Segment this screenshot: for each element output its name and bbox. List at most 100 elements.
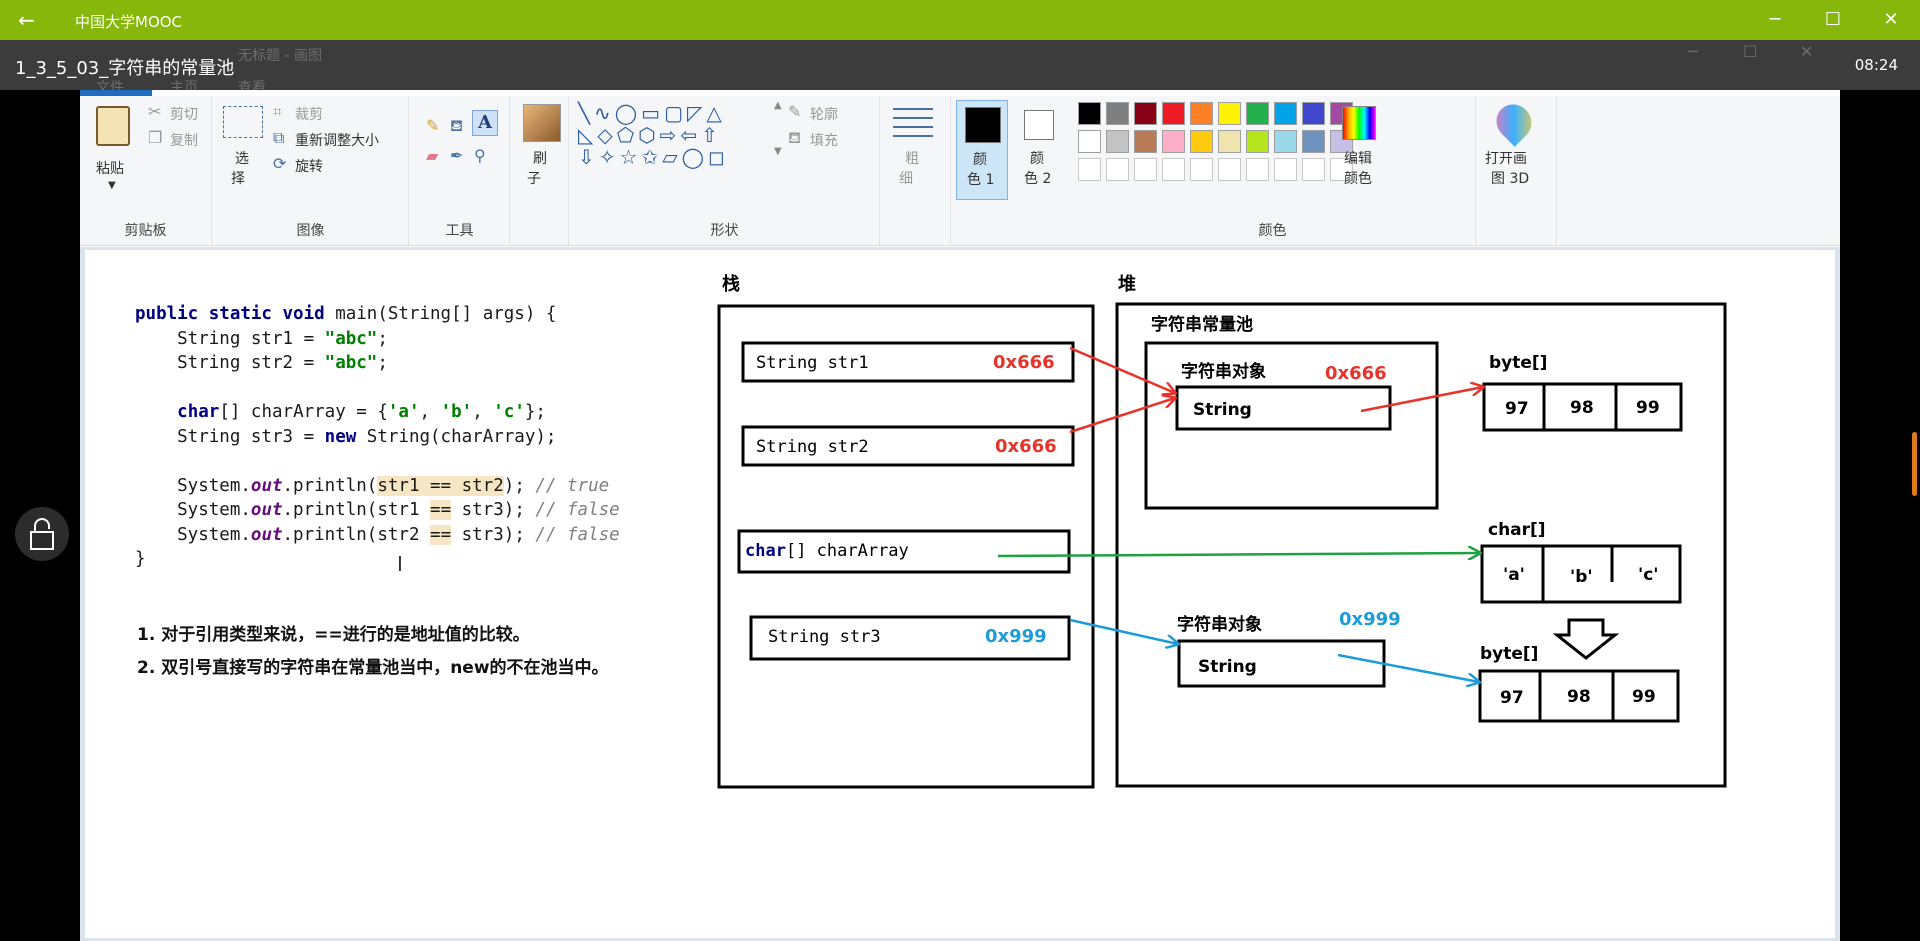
cut-button[interactable]: 剪切 xyxy=(170,107,198,123)
magnifier-icon[interactable]: ⚲ xyxy=(474,146,486,165)
crop-button[interactable]: 裁剪 xyxy=(295,107,323,123)
drawing-canvas[interactable]: public static void main(String[] args) {… xyxy=(85,250,1835,938)
fill-button[interactable]: 填充 xyxy=(810,133,838,149)
palette-swatch[interactable] xyxy=(1078,158,1101,181)
byte1-cell-1: 98 xyxy=(1570,398,1594,418)
palette-swatch[interactable] xyxy=(1190,102,1213,125)
resize-icon: ⧉ xyxy=(273,128,285,147)
paint-window: 粘贴 ▼ ✂ 剪切 ❐ 复制 剪贴板 选 择 ⌗ 裁剪 ⧉ 重新调整大小 ⟳ 旋… xyxy=(80,90,1840,941)
palette-swatch[interactable] xyxy=(1302,158,1325,181)
copy-button[interactable]: 复制 xyxy=(170,133,198,149)
size-label-2[interactable]: 细 xyxy=(899,171,913,187)
screen-lock-button[interactable] xyxy=(15,507,69,561)
size-label-1[interactable]: 粗 xyxy=(905,151,919,167)
byte2-label: byte[] xyxy=(1480,644,1538,664)
outline-button[interactable]: 轮廓 xyxy=(810,107,838,123)
color2-swatch xyxy=(1024,110,1054,140)
code-token: == xyxy=(430,500,452,520)
palette-swatch[interactable] xyxy=(1274,158,1297,181)
palette-swatch[interactable] xyxy=(1302,102,1325,125)
palette-swatch[interactable] xyxy=(1246,158,1269,181)
palette-swatch[interactable] xyxy=(1162,158,1185,181)
scissors-icon: ✂ xyxy=(148,102,162,121)
pool-object-field: String xyxy=(1193,400,1252,420)
shapes-more-icon[interactable]: ▼ xyxy=(774,146,782,157)
memory-diagram: 栈 堆 字符串常量池 String str1 0x666 String str2… xyxy=(717,273,1727,789)
code-token: out xyxy=(250,475,283,496)
palette-swatch[interactable] xyxy=(1274,102,1297,125)
palette-swatch[interactable] xyxy=(1274,130,1297,153)
paste-icon[interactable] xyxy=(96,106,130,146)
brush-label-1[interactable]: 刷 xyxy=(533,151,547,167)
palette-swatch[interactable] xyxy=(1218,130,1241,153)
paint3d-label-1[interactable]: 打开画 xyxy=(1485,151,1527,167)
color-picker-icon[interactable]: ✒ xyxy=(450,146,464,165)
select-icon[interactable] xyxy=(223,106,263,138)
edit-colors-icon[interactable] xyxy=(1342,106,1376,140)
rotate-button[interactable]: 旋转 xyxy=(295,159,323,175)
brush-label-2[interactable]: 子 xyxy=(527,171,541,187)
file-tab[interactable] xyxy=(80,90,152,96)
str2-arrow xyxy=(1069,398,1175,434)
eraser-icon[interactable]: ▰ xyxy=(426,146,439,165)
palette-swatch[interactable] xyxy=(1218,102,1241,125)
palette-swatch[interactable] xyxy=(1302,130,1325,153)
minimize-button[interactable]: ─ xyxy=(1769,9,1781,30)
palette-swatch[interactable] xyxy=(1190,158,1213,181)
code-token: str3); xyxy=(451,524,536,545)
copy-icon: ❐ xyxy=(148,128,163,147)
palette-swatch[interactable] xyxy=(1190,130,1213,153)
code-token: out xyxy=(250,500,283,520)
tools-group-label: 工具 xyxy=(445,223,474,239)
palette-swatch[interactable] xyxy=(1078,102,1101,125)
palette-swatch[interactable] xyxy=(1134,102,1157,125)
shapes-gallery[interactable]: ╲∿◯▭▢◸△◺◇⬠⬡⇨⇦⇧⇩✧☆✩▱◯◻ xyxy=(578,101,729,169)
code-token: }; xyxy=(524,402,546,422)
convert-down-arrow-icon xyxy=(1552,618,1620,660)
palette-swatch[interactable] xyxy=(1246,130,1269,153)
palette-swatch[interactable] xyxy=(1134,158,1157,181)
palette-swatch[interactable] xyxy=(1106,158,1129,181)
char-cell-1: 'b' xyxy=(1570,567,1593,587)
palette-swatch[interactable] xyxy=(1218,158,1241,181)
select-label-2[interactable]: 择 xyxy=(231,171,245,187)
pencil-icon[interactable]: ✎ xyxy=(426,116,440,135)
palette-swatch[interactable] xyxy=(1162,102,1185,125)
edit-colors-label-2[interactable]: 颜色 xyxy=(1344,171,1372,187)
maximize-button[interactable]: ☐ xyxy=(1824,9,1842,30)
color2-button[interactable]: 颜 色 2 xyxy=(1014,100,1066,200)
code-token: new xyxy=(324,426,357,447)
palette-swatch[interactable] xyxy=(1078,130,1101,153)
palette-swatch[interactable] xyxy=(1246,102,1269,125)
char-array-label: char[] xyxy=(1488,520,1546,540)
line-size-icon[interactable] xyxy=(893,108,933,142)
shapes-group-label: 形状 xyxy=(710,223,739,239)
crop-icon: ⌗ xyxy=(273,102,283,121)
fill-bucket-icon[interactable]: ⛾ xyxy=(450,116,464,135)
code-line: System.out.println(str1 == str3); // fal… xyxy=(135,498,620,523)
rotate-icon: ⟳ xyxy=(273,154,287,173)
text-tool-icon[interactable]: A xyxy=(472,110,498,136)
palette-swatch[interactable] xyxy=(1162,130,1185,153)
palette-swatch[interactable] xyxy=(1134,130,1157,153)
progress-indicator[interactable] xyxy=(1912,432,1917,496)
palette-swatch[interactable] xyxy=(1106,102,1129,125)
code-token: , xyxy=(472,402,494,422)
color2-label-1: 颜 xyxy=(1030,151,1044,167)
select-label-1[interactable]: 选 xyxy=(235,151,249,167)
palette-swatch[interactable] xyxy=(1106,130,1129,153)
back-arrow-icon[interactable]: ← xyxy=(18,8,35,32)
paste-button[interactable]: 粘贴 xyxy=(96,161,124,177)
palette-swatch[interactable] xyxy=(1330,158,1353,181)
brush-icon[interactable] xyxy=(523,104,561,142)
code-line: String str3 = new String(charArray); xyxy=(135,425,620,450)
code-token: 'c' xyxy=(493,402,525,422)
paste-dropdown-icon[interactable]: ▼ xyxy=(108,180,116,191)
paint3d-label-2[interactable]: 图 3D xyxy=(1491,171,1530,187)
color1-button[interactable]: 颜 色 1 xyxy=(956,100,1008,200)
edit-colors-label-1[interactable]: 编辑 xyxy=(1344,151,1372,167)
resize-button[interactable]: 重新调整大小 xyxy=(295,133,379,149)
shapes-scroll-up-icon[interactable]: ▲ xyxy=(774,100,782,111)
paint3d-icon[interactable] xyxy=(1489,97,1539,147)
close-button[interactable]: ✕ xyxy=(1883,9,1899,30)
